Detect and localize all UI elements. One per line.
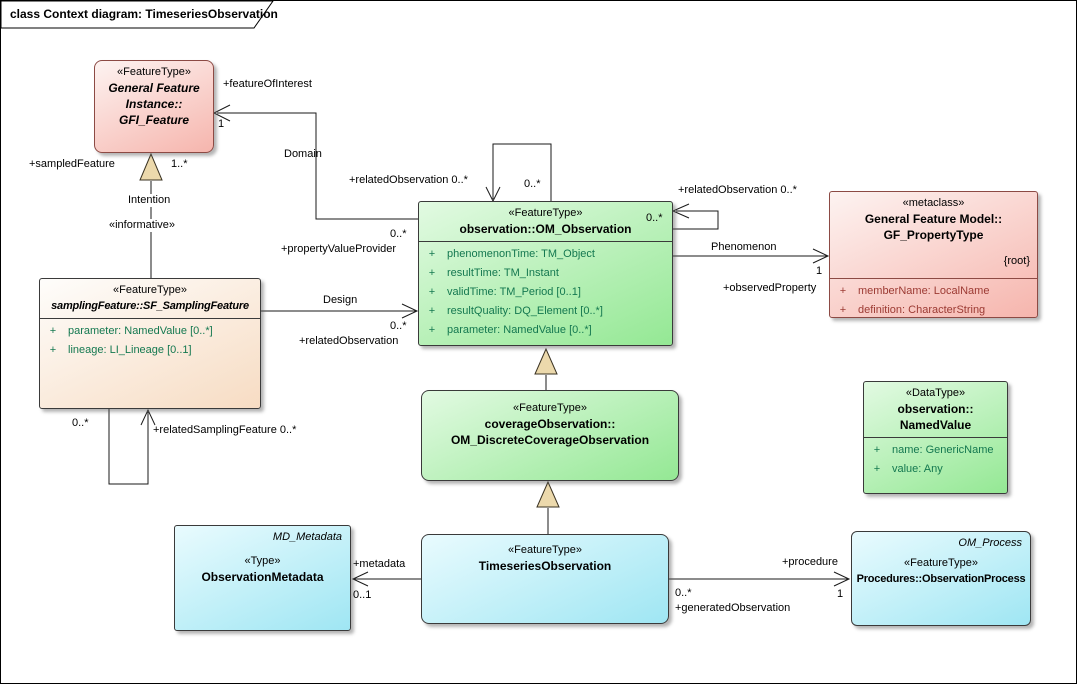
mult-metadata: 0..1 [353, 589, 372, 601]
class-sf-sampling-feature[interactable]: «FeatureType» samplingFeature::SF_Sampli… [39, 278, 261, 409]
role-related-observation-top: +relatedObservation 0..* [349, 174, 468, 186]
edge-metadata [351, 571, 421, 587]
class-observation-process[interactable]: OM_Process «FeatureType» Procedures::Obs… [851, 531, 1031, 626]
edge-name-domain: Domain [284, 148, 322, 160]
class-om-observation[interactable]: «FeatureType» observation::OM_Observatio… [418, 201, 673, 346]
class-name: samplingFeature::SF_SamplingFeature [51, 300, 249, 312]
mult-generated-observation: 0..* [675, 587, 692, 599]
edge-feature-of-interest [212, 104, 418, 220]
compartment-divider [830, 278, 1037, 279]
compartment-divider [864, 437, 1007, 438]
attribute: +resultQuality: DQ_Element [0..*] [428, 305, 603, 317]
compartment-divider [419, 241, 672, 242]
edge-name-phenomenon: Phenomenon [711, 241, 777, 253]
mult-related-observation-top: 0..* [524, 178, 541, 190]
class-named-value[interactable]: «DataType» observation:: NamedValue +nam… [863, 381, 1008, 494]
class-timeseries-observation[interactable]: «FeatureType» TimeseriesObservation [421, 534, 669, 624]
parent-class-label: MD_Metadata [272, 531, 342, 543]
edge-stereotype-informative: «informative» [107, 219, 178, 232]
mult-design: 0..* [390, 320, 407, 332]
class-name-line: coverageObservation:: [484, 417, 616, 431]
class-name-line: GFI_Feature [118, 113, 190, 127]
class-name-line: observation:: [897, 402, 974, 416]
class-name-line: General Feature Model:: [864, 212, 1003, 226]
class-name-line: Instance:: [125, 97, 183, 111]
class-gfi-feature[interactable]: «FeatureType» General Feature Instance::… [94, 60, 214, 153]
stereotype: «FeatureType» [904, 557, 978, 569]
mult-sampled-feature: 1..* [171, 158, 188, 170]
role-feature-of-interest: +featureOfInterest [223, 78, 312, 90]
edge-design [261, 303, 419, 319]
stereotype: «FeatureType» [117, 66, 191, 78]
mult-phenomenon: 1 [816, 265, 823, 277]
edge-generalization-timeseries [536, 480, 560, 534]
edge-name-design: Design [323, 294, 358, 306]
edge-related-observation-top-loop [485, 143, 552, 203]
class-name-line: OM_DiscreteCoverageObservation [450, 433, 650, 447]
attribute: +phenomenonTime: TM_Object [428, 248, 595, 260]
class-name: Procedures::ObservationProcess [856, 573, 1026, 585]
mult-procedure: 1 [837, 588, 844, 600]
attribute: +validTime: TM_Period [0..1] [428, 286, 581, 298]
class-name-line: GF_PropertyType [883, 228, 984, 242]
role-related-sampling-feature: +relatedSamplingFeature 0..* [153, 424, 297, 436]
stereotype: «FeatureType» [508, 544, 582, 556]
parent-class-label: OM_Process [958, 537, 1022, 549]
attribute: +resultTime: TM_Instant [428, 267, 559, 279]
stereotype: «FeatureType» [508, 207, 583, 219]
root-tag: {root} [1003, 255, 1030, 267]
class-observation-metadata[interactable]: MD_Metadata «Type» ObservationMetadata [174, 525, 351, 631]
attribute: +parameter: NamedValue [0..*] [49, 325, 213, 337]
edge-intention-generalization [139, 152, 163, 278]
role-property-value-provider: +propertyValueProvider [281, 243, 397, 255]
mult-related-sampling-feature: 0..* [72, 417, 89, 429]
class-om-discrete-coverage-observation[interactable]: «FeatureType» coverageObservation:: OM_D… [421, 390, 679, 481]
edge-related-observation-right-loop [671, 203, 719, 230]
attribute: +name: GenericName [873, 444, 994, 456]
edge-name-intention: Intention [126, 194, 173, 207]
mult-related-observation-right: 0..* [646, 212, 663, 224]
edge-procedure [669, 571, 851, 587]
role-sampled-feature: +sampledFeature [29, 158, 115, 170]
class-gf-property-type[interactable]: «metaclass» General Feature Model:: GF_P… [829, 191, 1038, 318]
edge-related-sampling-feature-loop [108, 408, 156, 485]
role-metadata: +metadata [353, 558, 406, 570]
class-name: TimeseriesObservation [478, 559, 612, 573]
edge-generalization-coverage [534, 347, 558, 390]
attribute: +value: Any [873, 463, 943, 475]
stereotype: «Type» [244, 555, 281, 567]
class-name: observation::OM_Observation [459, 222, 632, 236]
attribute: +parameter: NamedValue [0..*] [428, 324, 592, 336]
stereotype: «FeatureType» [113, 284, 187, 296]
role-related-observation-design: +relatedObservation [299, 335, 399, 347]
mult-feature-of-interest: 1 [218, 118, 225, 130]
stereotype: «DataType» [905, 387, 966, 399]
compartment-divider [40, 318, 260, 319]
role-procedure: +procedure [782, 556, 838, 568]
stereotype: «FeatureType» [513, 402, 587, 414]
diagram-title: class Context diagram: TimeseriesObserva… [10, 7, 278, 21]
role-generated-observation: +generatedObservation [675, 602, 791, 614]
class-name-line: General Feature [108, 81, 200, 95]
role-observed-property: +observedProperty [723, 282, 817, 294]
attribute: +definition: CharacterString [839, 304, 986, 316]
stereotype: «metaclass» [902, 197, 965, 209]
attribute: +memberName: LocalName [839, 285, 990, 297]
edge-phenomenon [673, 248, 830, 264]
class-name-line: NamedValue [899, 418, 972, 432]
diagram-frame-tab [1, 1, 274, 29]
mult-property-value-provider: 0..* [390, 228, 407, 240]
class-name: ObservationMetadata [201, 570, 324, 584]
role-related-observation-right: +relatedObservation 0..* [678, 184, 797, 196]
attribute: +lineage: LI_Lineage [0..1] [49, 344, 192, 356]
